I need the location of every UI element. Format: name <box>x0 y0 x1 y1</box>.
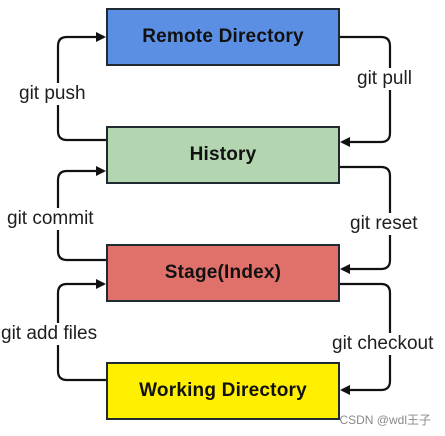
watermark: CSDN @wdl王子 <box>339 413 431 427</box>
working-directory-label: Working Directory <box>139 380 307 401</box>
stage-index-box: Stage(Index) <box>106 244 340 302</box>
git-reset-label: git reset <box>349 213 419 235</box>
git-add-files-label: git add files <box>0 323 99 345</box>
history-box: History <box>106 126 340 184</box>
git-checkout-label: git checkout <box>331 333 435 355</box>
remote-directory-label: Remote Directory <box>142 26 304 47</box>
git-commit-label: git commit <box>6 208 95 230</box>
git-pull-label: git pull <box>356 68 413 90</box>
history-label: History <box>189 144 257 165</box>
stage-index-label: Stage(Index) <box>164 262 282 283</box>
git-push-label: git push <box>18 83 87 105</box>
working-directory-box: Working Directory <box>106 362 340 420</box>
remote-directory-box: Remote Directory <box>106 8 340 66</box>
